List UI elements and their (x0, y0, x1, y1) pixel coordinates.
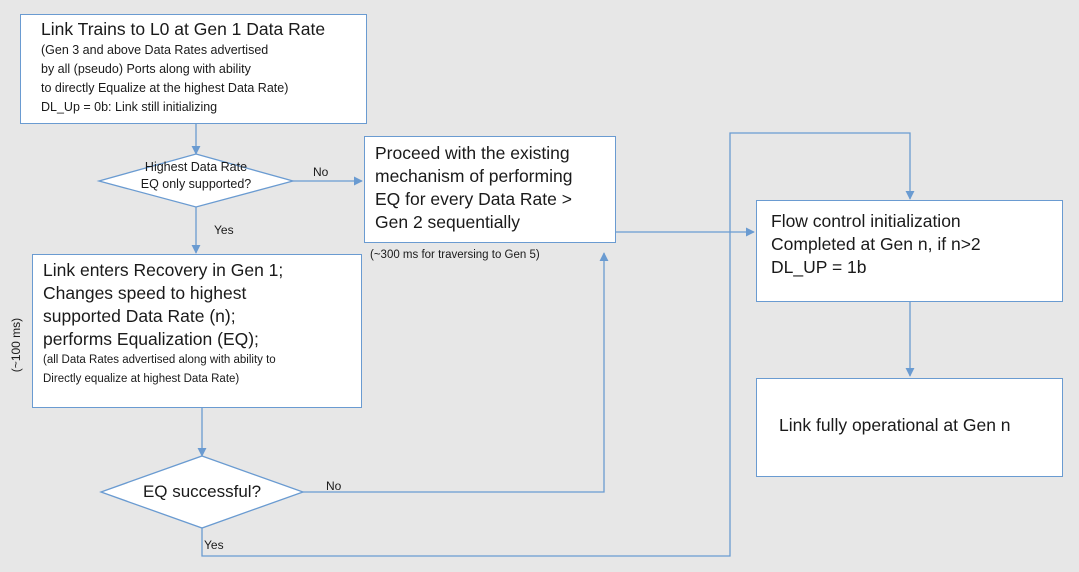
link-train-line: by all (pseudo) Ports along with ability (41, 62, 251, 76)
link-train-line: (Gen 3 and above Data Rates advertised (41, 43, 269, 57)
recovery-line: performs Equalization (EQ); (43, 329, 259, 349)
label-yes-eq: Yes (204, 538, 224, 552)
arrow-eq-yes-to-flow (201, 132, 915, 557)
recovery-box: Link enters Recovery in Gen 1; Changes s… (32, 254, 362, 408)
flow-control-box: Flow control initialization Completed at… (756, 200, 1063, 302)
recovery-line: Changes speed to highest (43, 283, 247, 303)
link-train-line: to directly Equalize at the highest Data… (41, 81, 289, 95)
label-no-highest: No (313, 165, 329, 179)
flow-control-line: Flow control initialization (771, 211, 961, 231)
arrow-eq-no-to-proceed (303, 252, 609, 493)
proceed-line: Proceed with the existing (375, 143, 570, 163)
label-no-eq: No (326, 479, 342, 493)
recovery-note: Directly equalize at highest Data Rate) (43, 373, 240, 385)
decision-highest-diamond (96, 153, 296, 208)
decision-eq-line: EQ successful? (142, 482, 262, 501)
decision-eq-text: EQ successful? (101, 481, 303, 503)
recovery-line: supported Data Rate (n); (43, 306, 236, 326)
decision-highest-text: Highest Data Rate EQ only supported? (99, 159, 293, 193)
label-timing-300: (~300 ms for traversing to Gen 5) (370, 249, 540, 261)
label-timing-100: (~100 ms) (9, 317, 23, 373)
flow-control-line: DL_UP = 1b (771, 257, 867, 277)
decision-eq-diamond (99, 455, 305, 529)
flow-control-line: Completed at Gen n, if n>2 (771, 234, 981, 254)
proceed-line: EQ for every Data Rate > (375, 189, 572, 209)
decision-highest-line: EQ only supported? (140, 177, 252, 191)
label-yes-highest: Yes (214, 223, 234, 237)
proceed-existing-box: Proceed with the existing mechanism of p… (364, 136, 616, 243)
link-train-box: Link Trains to L0 at Gen 1 Data Rate (Ge… (20, 14, 367, 124)
operational-box: Link fully operational at Gen n (756, 378, 1063, 477)
proceed-line: Gen 2 sequentially (375, 212, 520, 232)
recovery-line: Link enters Recovery in Gen 1; (43, 260, 284, 280)
operational-line: Link fully operational at Gen n (779, 415, 1011, 435)
link-train-title: Link Trains to L0 at Gen 1 Data Rate (41, 19, 326, 39)
decision-highest-line: Highest Data Rate (144, 160, 248, 174)
proceed-line: mechanism of performing (375, 166, 573, 186)
link-train-line: DL_Up = 0b: Link still initializing (41, 100, 218, 114)
recovery-note: (all Data Rates advertised along with ab… (43, 354, 276, 366)
